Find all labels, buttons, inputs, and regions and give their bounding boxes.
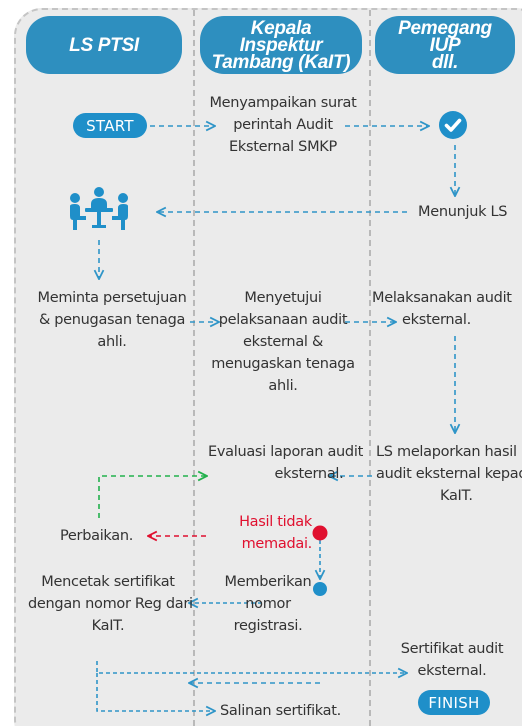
step-mencetak-line2: dengan nomor Reg dari (28, 596, 193, 612)
step-hasil-line2: memadai. (241, 536, 313, 552)
step-surat-line1: Menyampaikan surat (209, 95, 357, 111)
step-hasil-line1: Hasil tidak (239, 514, 312, 530)
step-melaksanakan-line1: Melaksanakan audit (372, 290, 512, 306)
lane-header-ls-label: LS PTSI (69, 34, 139, 56)
step-menunjuk-label: Menunjuk LS (418, 204, 508, 220)
step-sertifikat-line2: eksternal. (417, 663, 487, 679)
step-memberikan: Memberikan nomor registrasi. (222, 571, 314, 637)
step-melaksanakan-line2: eksternal. (402, 312, 471, 328)
step-evaluasi-line2: eksternal. (274, 466, 344, 482)
finish-badge: FINISH (418, 690, 490, 715)
step-menyetujui: Menyetujui pelaksanaan audit eksternal &… (208, 287, 358, 397)
step-sertifikat: Sertifikat audit eksternal. (394, 638, 510, 682)
lane-header-kait-line2: Tambang (KaIT) (211, 51, 351, 73)
step-melaporkan-line2: audit eksternal kepada (376, 466, 522, 482)
step-mencetak: Mencetak sertifikat dengan nomor Reg dar… (28, 571, 193, 637)
arrow-perbaikan-to-evaluasi (98, 476, 206, 518)
step-mencetak-line3: KaIT. (91, 618, 125, 634)
start-badge-label: START (86, 116, 134, 135)
lane-header-iup: Pemegang IUP dll. (375, 16, 515, 74)
step-perbaikan: Perbaikan. (60, 525, 144, 547)
step-mencetak-line1: Mencetak sertifikat (41, 574, 175, 590)
arrow-mencetak-to-salinan (96, 673, 214, 711)
step-melaporkan-line3: KaIT. (440, 488, 473, 504)
step-melaporkan: LS melaporkan hasil audit eksternal kepa… (376, 441, 522, 507)
step-menyetujui-line2: pelaksanaan audit (218, 312, 348, 328)
step-meminta-line3: ahli. (97, 334, 127, 350)
step-menyetujui-line4: menugaskan tenaga (211, 356, 355, 372)
step-salinan: Salinan sertifikat. (220, 700, 360, 722)
start-badge: START (73, 113, 147, 138)
step-memberikan-line1: Memberikan (224, 574, 312, 590)
step-evaluasi: Evaluasi laporan audit eksternal. (208, 441, 363, 485)
lane-header-ls: LS PTSI (26, 16, 182, 74)
step-menyetujui-line3: eksternal & (243, 334, 323, 350)
step-perbaikan-label: Perbaikan. (60, 528, 134, 544)
reject-dot-icon (312, 525, 328, 541)
step-menyetujui-line1: Menyetujui (244, 290, 322, 306)
lane-header-iup-line2: dll. (431, 51, 459, 73)
step-meminta-line2: & penugasan tenaga (38, 312, 186, 328)
step-meminta: Meminta persetujuan & penugasan tenaga a… (32, 287, 192, 353)
lane-divider-2 (369, 10, 371, 726)
step-hasil-tidak-memadai: Hasil tidak memadai. (226, 511, 312, 555)
lane-header-kait: Kepala Inspektur Tambang (KaIT) (200, 16, 362, 74)
step-menunjuk: Menunjuk LS (418, 201, 508, 223)
finish-badge-label: FINISH (428, 693, 480, 712)
step-memberikan-line2: nomor (245, 596, 291, 612)
step-evaluasi-line1: Evaluasi laporan audit (208, 444, 363, 460)
step-melaksanakan: Melaksanakan audit eksternal. (372, 287, 522, 331)
step-surat-line3: Eksternal SMKP (229, 139, 337, 155)
step-meminta-line1: Meminta persetujuan (37, 290, 187, 306)
step-menyetujui-line5: ahli. (268, 378, 298, 394)
lane-header-iup-line1: Pemegang IUP (398, 17, 492, 56)
step-surat: Menyampaikan surat perintah Audit Ekster… (208, 92, 358, 158)
check-circle-icon (438, 110, 468, 140)
approve-dot-icon (313, 582, 327, 596)
step-memberikan-line3: registrasi. (233, 618, 303, 634)
step-surat-line2: perintah Audit (233, 117, 333, 133)
lane-divider-1 (193, 10, 195, 726)
lane-header-kait-line1: Kepala Inspektur (239, 17, 323, 56)
meeting-people-icon (68, 186, 130, 232)
step-melaporkan-line1: LS melaporkan hasil (376, 444, 517, 460)
step-salinan-label: Salinan sertifikat. (220, 703, 341, 719)
step-sertifikat-line1: Sertifikat audit (400, 641, 504, 657)
arrow-mencetak-to-sertifikat (96, 661, 406, 673)
